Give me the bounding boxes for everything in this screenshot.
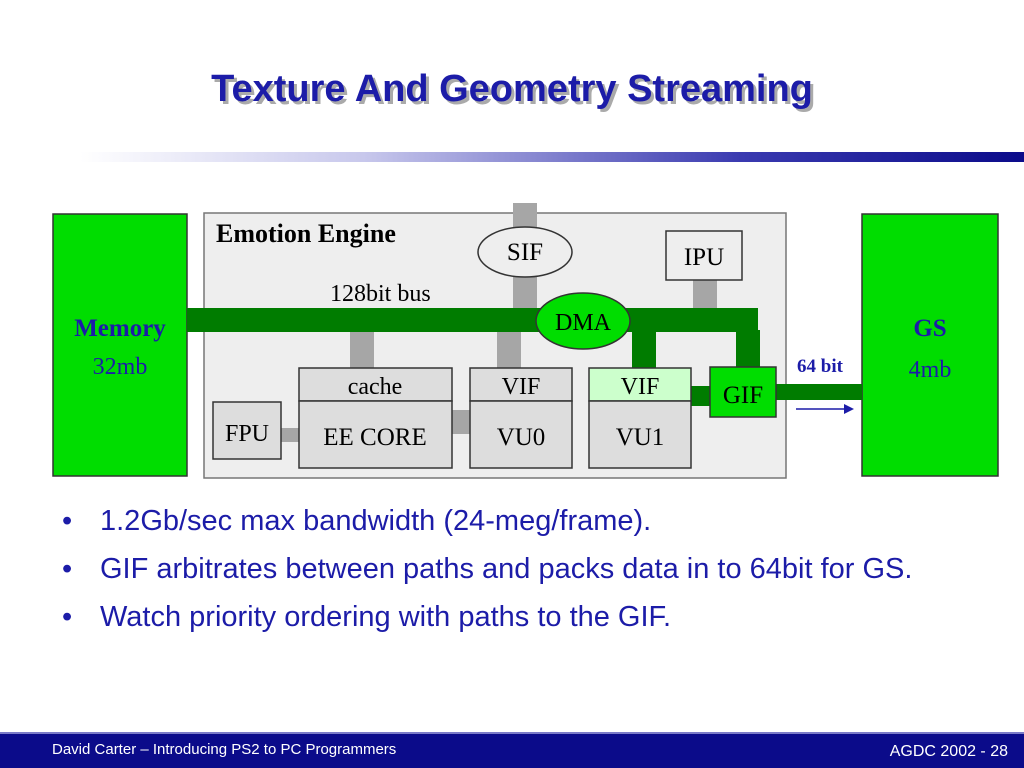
gs-label: GS	[913, 315, 946, 342]
title-rule	[80, 152, 1024, 162]
ps2-architecture-diagram: Emotion Engine Memory 32mb GS 4mb 128bit…	[52, 203, 999, 479]
vu1-label: VU1	[616, 424, 665, 451]
vu0-label: VU0	[497, 424, 546, 451]
vif0-box	[469, 367, 573, 402]
ee-core-label: EE CORE	[323, 424, 426, 451]
bus-gif-drop	[736, 330, 760, 368]
vif0-bus-link	[497, 330, 521, 368]
dma-label: DMA	[555, 310, 612, 336]
ipu-box	[665, 230, 743, 281]
gif-label: GIF	[723, 382, 763, 409]
vif0-label: VIF	[502, 374, 541, 400]
vif1-box	[588, 367, 692, 402]
gif-gs-bus	[776, 384, 862, 400]
bullet-item: GIF arbitrates between paths and packs d…	[58, 550, 958, 588]
bullet-item: 1.2Gb/sec max bandwidth (24-meg/frame).	[58, 502, 958, 540]
fpu-box	[212, 401, 282, 460]
cache-box	[298, 367, 453, 402]
cache-label: cache	[348, 374, 403, 400]
bullet-item: Watch priority ordering with paths to th…	[58, 598, 958, 636]
bus-label: 128bit bus	[330, 281, 431, 307]
bus-vif1-drop	[632, 330, 656, 368]
gif-box	[709, 366, 777, 418]
vu0-box	[469, 400, 573, 469]
emotion-engine-label: Emotion Engine	[216, 219, 396, 248]
ipu-label: IPU	[684, 244, 724, 271]
memory-size: 32mb	[93, 354, 148, 380]
memory-label: Memory	[74, 315, 166, 342]
dma-node	[535, 292, 631, 350]
gs-size: 4mb	[909, 357, 952, 383]
bullet-list: 1.2Gb/sec max bandwidth (24-meg/frame). …	[58, 502, 958, 646]
footer-page-number: AGDC 2002 - 28	[889, 743, 1008, 760]
gif-bus-label: 64 bit	[797, 356, 844, 377]
memory-block	[52, 213, 188, 477]
slide-title: Texture And Geometry Streaming	[211, 68, 813, 110]
core-vu0-link	[452, 410, 470, 434]
ee-core-box	[298, 400, 453, 469]
sif-bus-link	[513, 276, 537, 310]
fpu-label: FPU	[225, 421, 269, 447]
footer-bar: David Carter – Introducing PS2 to PC Pro…	[0, 732, 1024, 768]
vif1-gif-link	[690, 386, 710, 406]
gs-direction-arrowhead	[844, 404, 854, 414]
cache-bus-link	[350, 330, 374, 368]
vu1-box	[588, 400, 692, 469]
main-bus	[187, 308, 758, 332]
fpu-core-link	[281, 428, 299, 442]
gs-block	[861, 213, 999, 477]
vif1-label: VIF	[621, 374, 660, 400]
ipu-bus-link	[693, 280, 717, 310]
sif-node	[477, 226, 573, 278]
sif-label: SIF	[507, 239, 543, 266]
footer-presenter: David Carter – Introducing PS2 to PC Pro…	[52, 741, 397, 758]
